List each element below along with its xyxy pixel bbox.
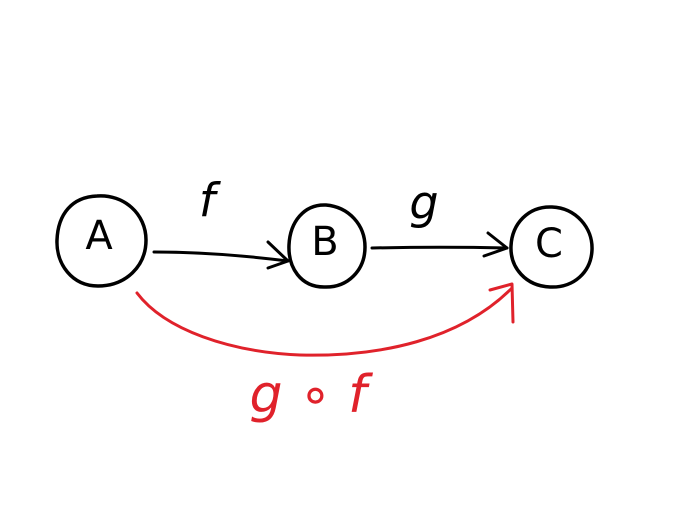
node-a-circle [55,194,148,288]
edge-f-arrowhead [266,240,290,270]
node-a: A [55,194,148,288]
node-c-label: C [535,221,563,267]
node-c: C [509,205,594,289]
composition-arc [135,286,514,357]
edge-g-label: g [409,176,438,230]
edge-f-arrow-line [152,250,290,263]
edge-g: g [370,176,509,258]
edge-f-label: f [199,174,221,228]
edge-g-arrowhead [482,231,509,258]
composition-label: g ∘ f [250,365,374,425]
node-b-label: B [311,219,338,265]
edge-composition: g ∘ f [135,282,515,425]
node-c-circle [509,205,594,289]
node-a-label: A [85,213,113,259]
node-b: B [287,203,367,289]
edge-g-arrow-line [370,245,509,250]
edge-f: f [152,174,290,270]
composition-arrowhead [488,282,515,324]
node-b-circle [287,203,367,289]
